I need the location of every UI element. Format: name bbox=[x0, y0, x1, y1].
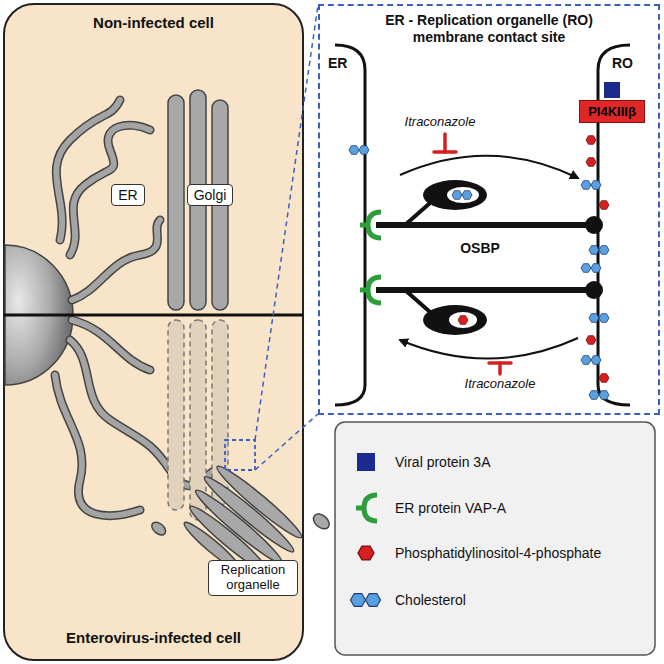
drug-label: Itraconazole bbox=[405, 114, 476, 129]
region-title: Non-infected cell bbox=[4, 14, 303, 31]
membrane-label: RO bbox=[612, 55, 633, 71]
legend-text: Phosphatidylinositol-4-phosphate bbox=[395, 545, 601, 561]
region-title: ER - Replication organelle (RO) membrane… bbox=[359, 12, 619, 46]
protein-label: OSBP bbox=[460, 240, 500, 256]
legend-text: Viral protein 3A bbox=[395, 454, 490, 470]
legend-text: ER protein VAP-A bbox=[395, 500, 506, 516]
inset-panel: ER - Replication organelle (RO) membrane… bbox=[318, 4, 660, 415]
kinase-box: PI4KIIIβ bbox=[579, 100, 645, 123]
cell-region: Non-infected cellEnterovirus-infected ce… bbox=[4, 4, 303, 660]
node-text: Replication organelle bbox=[215, 563, 291, 593]
membrane-label: ER bbox=[328, 55, 347, 71]
node-text: Enterovirus-infected cell bbox=[4, 629, 303, 646]
drug-label: Itraconazole bbox=[465, 376, 536, 391]
organelle-label: Golgi bbox=[187, 184, 234, 206]
node-text: PI4KIIIβ bbox=[588, 104, 636, 119]
node-text: Golgi bbox=[194, 187, 227, 203]
legend-swatch bbox=[357, 453, 375, 471]
legend-text: Cholesterol bbox=[395, 592, 466, 608]
node-text: ER bbox=[118, 187, 137, 203]
organelle-label: Replication organelle bbox=[208, 560, 298, 596]
organelle-label: ER bbox=[111, 184, 144, 206]
